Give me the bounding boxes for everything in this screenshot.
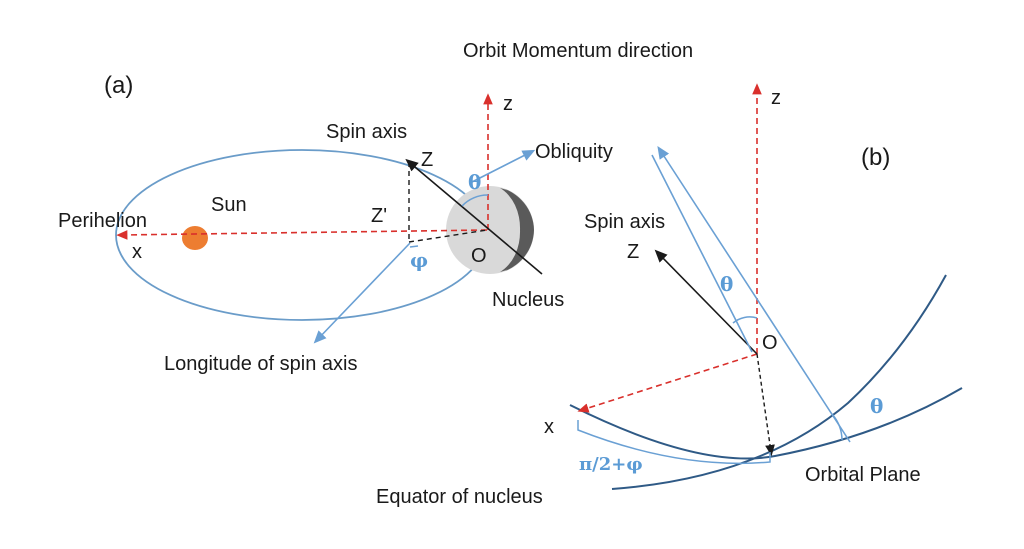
x-axis-a (116, 229, 488, 240)
phi-projection (408, 229, 488, 243)
theta-arc-b1 (732, 316, 758, 324)
normal-projection-b (756, 353, 775, 457)
obliquity-arrow-b1 (651, 154, 753, 353)
phi-arc-a (409, 245, 419, 248)
spin-axis-label-a: Spin axis (326, 121, 407, 143)
Z-prime-label: Z' (371, 205, 387, 227)
x-label-b: x (544, 416, 554, 438)
sun-icon (182, 226, 208, 250)
obliquity-arrow-b2 (657, 145, 851, 443)
nucleus-label: Nucleus (492, 289, 564, 311)
x-label-a: x (132, 241, 142, 263)
Z-label-b: Z (627, 241, 639, 263)
longitude-label: Longitude of spin axis (164, 353, 357, 375)
panel-a-label: (a) (104, 72, 133, 99)
sun-label: Sun (211, 194, 247, 216)
equator-label: Equator of nucleus (376, 486, 543, 508)
panel-b-label: (b) (861, 144, 890, 171)
phi-label-a: φ (410, 248, 428, 272)
spin-axis-line-a (405, 158, 543, 275)
z-label-a: z (503, 93, 513, 115)
O-label-b: O (762, 332, 778, 354)
pi-phi-label: π/2+φ (579, 454, 643, 475)
equator-curve (611, 274, 947, 490)
theta-arc-b2 (831, 413, 843, 441)
longitude-arrow (313, 242, 411, 344)
theta-label-b2: θ (870, 394, 883, 418)
orbital-plane-label: Orbital Plane (805, 464, 921, 486)
obliquity-arrow (469, 149, 536, 184)
spin-axis-label-b: Spin axis (584, 211, 665, 233)
obliquity-label: Obliquity (535, 141, 613, 163)
z-label-b: z (771, 87, 781, 109)
orbital-plane-curve (569, 387, 963, 460)
x-axis-b (577, 353, 758, 413)
O-label-a: O (471, 245, 487, 267)
theta-label-a: θ (468, 170, 481, 194)
pi-phi-bracket (577, 420, 771, 465)
theta-label-b1: θ (720, 272, 733, 296)
spin-axis-line-b (654, 249, 758, 355)
Z-label-a: Z (421, 149, 433, 171)
title-label: Orbit Momentum direction (463, 40, 693, 62)
perihelion-label: Perihelion (58, 210, 147, 232)
theta-arc-a (461, 194, 489, 207)
